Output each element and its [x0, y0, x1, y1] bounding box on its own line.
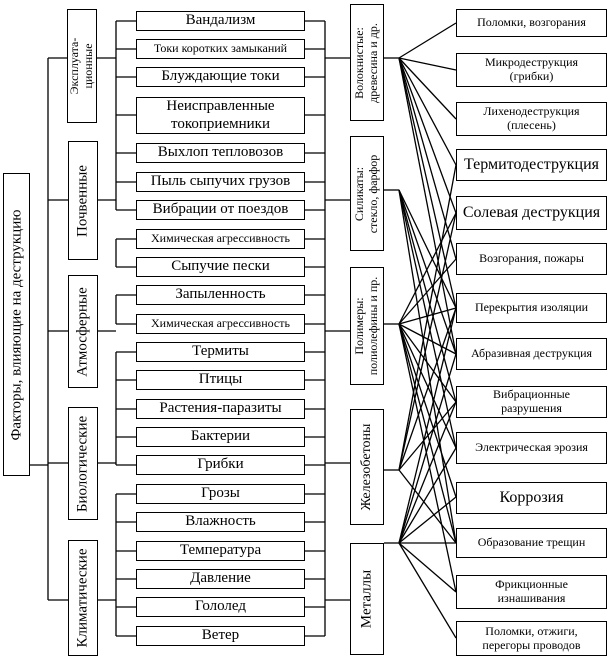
material-to-destruction	[398, 401, 457, 471]
factor-box: Токи коротких замыканий	[136, 39, 305, 59]
factor-box: Птицы	[136, 370, 305, 390]
material-label: Железобетоны	[358, 423, 374, 511]
factor-box: Химическая агрессивность	[136, 229, 305, 249]
destruction-box: Перекрытия изоляции	[456, 293, 607, 323]
material-fibrous: Волокнистые: древесина и др.	[350, 4, 384, 121]
destruction-box: Микродеструкция (грибки)	[456, 53, 607, 87]
destruction-box: Лихенодеструкция (плесень)	[456, 102, 607, 136]
material-to-destruction	[398, 542, 457, 593]
material-label: Силикаты: стекло, фарфор	[352, 154, 380, 233]
material-to-destruction	[398, 57, 457, 214]
material-to-destruction	[398, 323, 457, 449]
factor-box: Выхлоп тепловозов	[136, 143, 305, 163]
material-to-destruction	[398, 542, 457, 639]
material-to-destruction	[398, 323, 457, 498]
destruction-box: Электрическая эрозия	[456, 432, 607, 464]
factor-box: Бактерии	[136, 427, 305, 447]
group-label: Климатические	[74, 548, 91, 648]
material-to-destruction	[398, 189, 457, 309]
material-to-destruction	[398, 57, 457, 260]
destruction-box: Поломки, отжиги, перегоры проводов	[456, 621, 607, 656]
factor-box: Растения-паразиты	[136, 399, 305, 419]
factor-box: Грозы	[136, 484, 305, 504]
group-atmospheric: Атмосферные	[68, 275, 98, 388]
material-to-destruction	[398, 258, 457, 325]
factor-box: Температура	[136, 541, 305, 561]
material-to-destruction	[398, 57, 457, 166]
material-to-destruction	[398, 57, 457, 71]
material-to-destruction	[398, 164, 457, 471]
factor-box: Ветер	[136, 626, 305, 646]
factor-box: Неисправленные токоприемники	[136, 97, 305, 134]
group-operational: Эксплуата- ционные	[67, 9, 97, 123]
material-to-destruction	[398, 447, 457, 544]
destruction-box: Возгорания, пожары	[456, 243, 607, 275]
destruction-box: Солевая деструкция	[456, 196, 607, 230]
material-label: Полимеры: полиолефины и пр.	[352, 276, 380, 376]
material-reinforced-concrete: Железобетоны	[350, 409, 384, 525]
material-to-destruction	[398, 353, 457, 544]
group-climatic: Климатические	[68, 540, 98, 656]
factor-box: Давление	[136, 569, 305, 589]
material-to-destruction	[398, 496, 457, 544]
material-to-destruction	[398, 212, 457, 325]
destruction-box: Поломки, возгорания	[456, 9, 607, 37]
material-to-destruction	[398, 307, 457, 471]
material-to-destruction	[398, 57, 457, 120]
destruction-box: Термитодеструкция	[456, 149, 607, 181]
destruction-box: Образование трещин	[456, 528, 607, 558]
material-to-destruction	[398, 189, 457, 544]
material-label: Металлы	[358, 569, 375, 629]
group-soil: Почвенные	[68, 141, 98, 260]
group-label: Биологические	[74, 415, 91, 512]
material-to-destruction	[398, 401, 457, 544]
factor-box: Сыпучие пески	[136, 257, 305, 277]
destruction-box: Коррозия	[456, 482, 607, 514]
factor-box: Вандализм	[136, 11, 305, 31]
destruction-box: Абразивная деструкция	[456, 338, 607, 370]
factor-box: Термиты	[136, 342, 305, 362]
root-factors-box: Факторы, влияющие на деструкцию	[3, 173, 30, 476]
group-label: Эксплуата- ционные	[67, 37, 95, 95]
destruction-box: Фрикционные изнашивания	[456, 575, 607, 609]
group-biological: Биологические	[68, 407, 98, 520]
factor-box: Запыленность	[136, 285, 305, 305]
root-title: Факторы, влияющие на деструкцию	[7, 209, 24, 440]
factor-box: Гололед	[136, 597, 305, 617]
material-polymers: Полимеры: полиолефины и пр.	[350, 267, 384, 385]
material-metals: Металлы	[350, 543, 384, 655]
group-label: Атмосферные	[74, 286, 91, 377]
material-to-destruction	[398, 57, 457, 309]
factor-box: Блуждающие токи	[136, 67, 305, 87]
material-label: Волокнистые: древесина и др.	[352, 22, 380, 103]
material-to-destruction	[398, 323, 457, 593]
group-label: Почвенные	[74, 164, 91, 237]
material-to-destruction	[398, 189, 457, 403]
material-to-destruction	[398, 189, 457, 355]
material-to-destruction	[398, 323, 457, 544]
factor-box: Вибрации от поездов	[136, 200, 305, 220]
material-to-destruction	[398, 307, 457, 544]
material-to-destruction	[398, 22, 457, 59]
material-to-destruction	[398, 469, 457, 544]
factor-box: Влажность	[136, 512, 305, 532]
destruction-box: Вибрационные разрушения	[456, 386, 607, 418]
factor-box: Химическая агрессивность	[136, 314, 305, 334]
factor-box: Пыль сыпучих грузов	[136, 172, 305, 192]
factor-box: Грибки	[136, 455, 305, 475]
material-silicates: Силикаты: стекло, фарфор	[350, 136, 384, 251]
material-to-destruction	[398, 57, 457, 355]
material-to-destruction	[398, 212, 457, 471]
material-to-destruction	[398, 323, 457, 403]
